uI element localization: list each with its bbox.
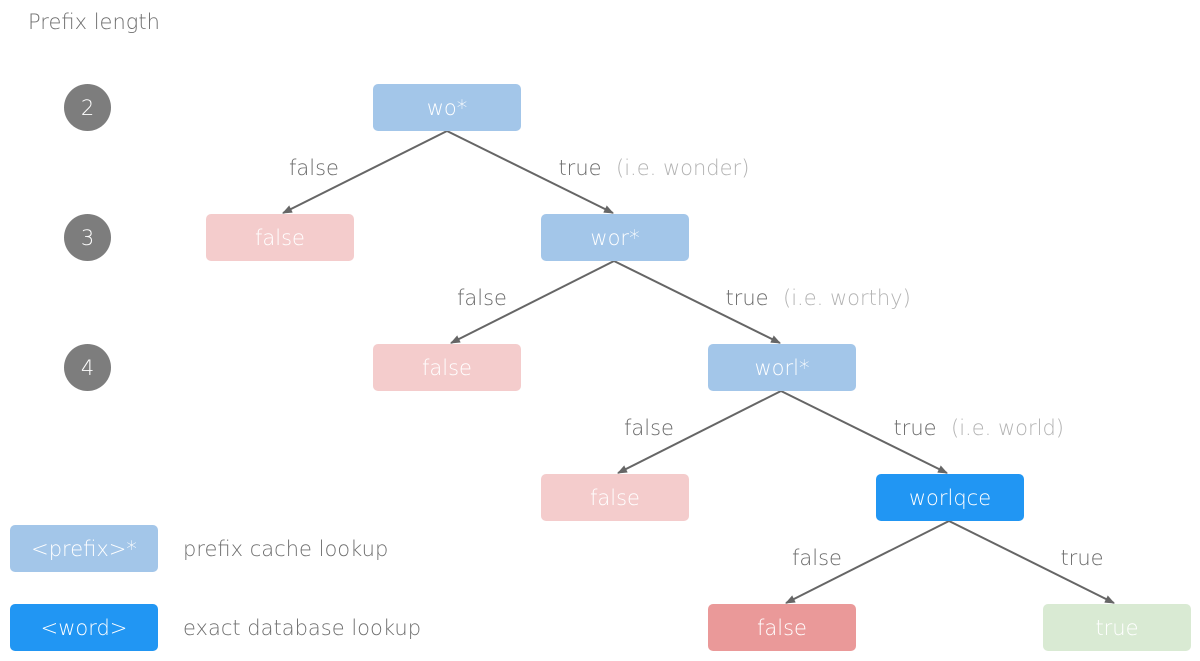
edge-root-to-wor [446, 130, 614, 214]
edge-label-false-2: false [457, 286, 507, 310]
edge-wor-to-false [450, 260, 615, 344]
edge-example-3: (i.e. world) [951, 416, 1064, 440]
node-level3-false: false [206, 214, 354, 261]
edge-label-true-4: true [1060, 546, 1104, 570]
level-indicator-3: 3 [64, 214, 111, 261]
edge-label-false-3: false [624, 416, 674, 440]
edge-worlqce-to-false [785, 520, 950, 604]
edge-example-2: (i.e. worthy) [783, 286, 911, 310]
edge-root-to-false [282, 130, 448, 214]
node-level4-prefix: worl* [708, 344, 856, 391]
level-indicator-2: 2 [64, 84, 111, 131]
legend-word-swatch: <word> [10, 604, 158, 651]
edge-label-false-1: false [289, 156, 339, 180]
edge-worlqce-to-true [948, 520, 1115, 604]
edge-label-false-4: false [792, 546, 842, 570]
node-result-true: true [1043, 604, 1191, 651]
level-indicator-4: 4 [64, 344, 111, 391]
prefix-length-heading: Prefix length [28, 10, 160, 34]
node-result-false: false [708, 604, 856, 651]
node-root-prefix: wo* [373, 84, 521, 131]
edge-wor-to-worl [613, 260, 781, 344]
node-level5-false: false [541, 474, 689, 521]
edge-label-true-1: true [558, 156, 602, 180]
edge-label-true-3: true [893, 416, 937, 440]
node-level3-prefix: wor* [541, 214, 689, 261]
edge-worl-to-worlqce [780, 390, 948, 474]
node-level5-word: worlqce [876, 474, 1024, 521]
legend-prefix-text: prefix cache lookup [183, 537, 389, 561]
legend-prefix-swatch: <prefix>* [10, 525, 158, 572]
edge-example-1: (i.e. wonder) [616, 156, 750, 180]
edge-label-true-2: true [725, 286, 769, 310]
legend-word-text: exact database lookup [183, 616, 422, 640]
edge-worl-to-false [617, 390, 782, 474]
node-level4-false: false [373, 344, 521, 391]
